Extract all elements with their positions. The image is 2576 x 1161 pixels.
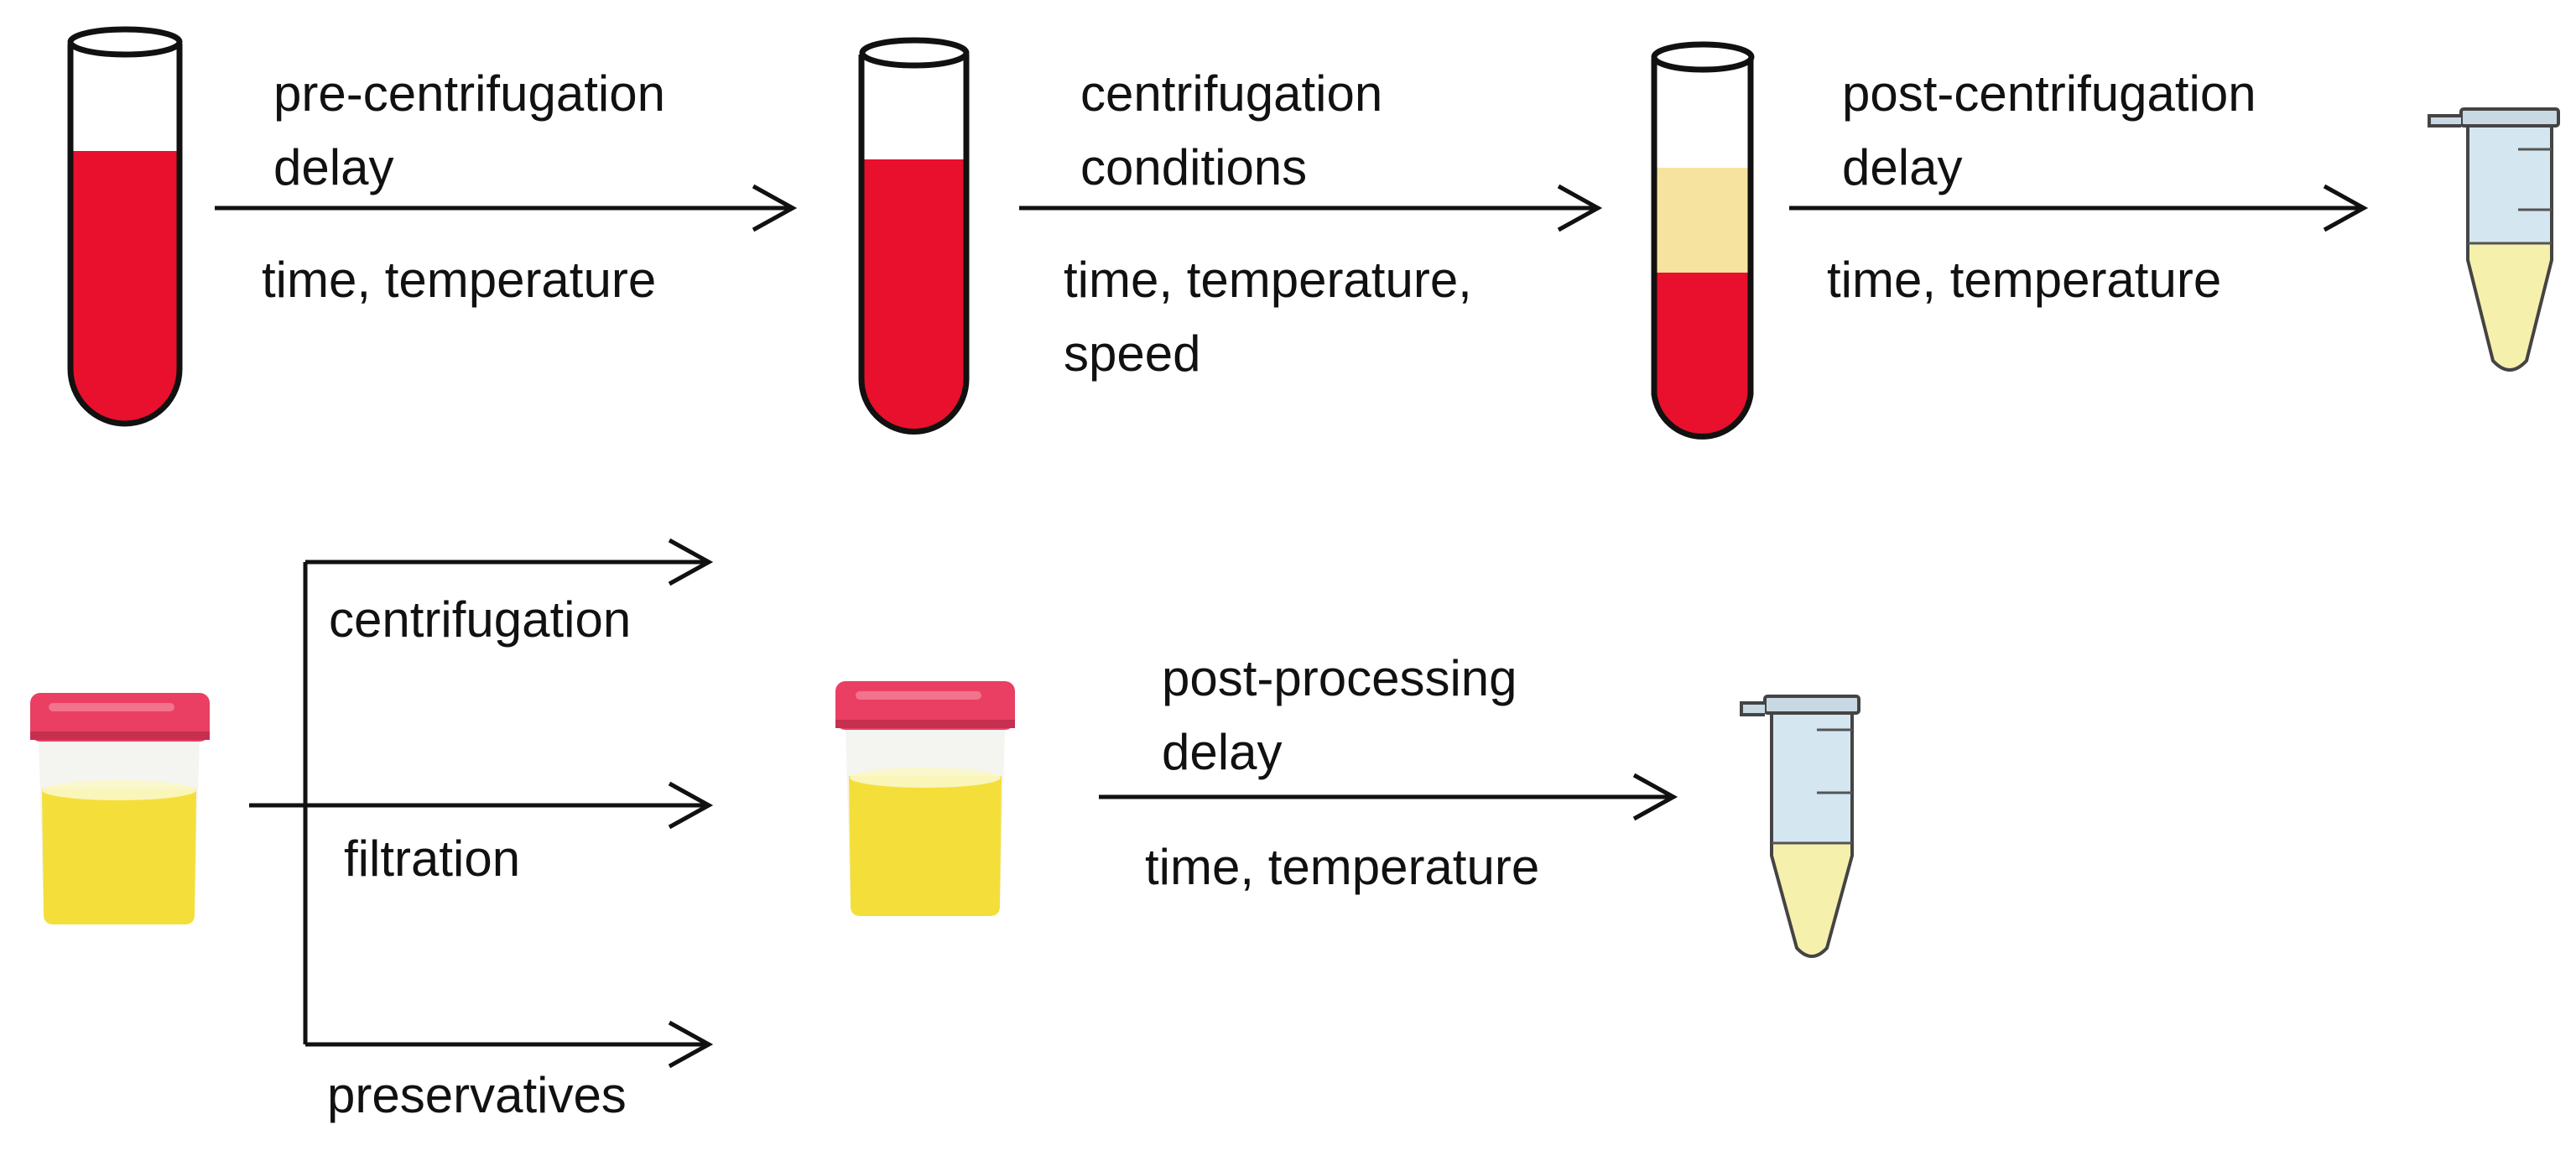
step-params-line1: time, temperature,	[1064, 252, 1472, 308]
step-params-post-centrifugation: time, temperature	[1827, 243, 2221, 317]
arrow-filtration-option	[305, 781, 714, 830]
step-label-post-processing: post-processing delay	[1162, 642, 1517, 789]
step-label-centrifugation: centrifugation conditions	[1080, 57, 1382, 205]
microcentrifuge-tube-icon	[2428, 107, 2560, 372]
arrow-centrifugation-option	[305, 538, 714, 586]
separated-blood-tube-icon	[1651, 41, 1755, 440]
step-label-line2: delay	[1842, 139, 1963, 195]
option-filtration: filtration	[344, 830, 521, 887]
urine-cup-icon	[835, 681, 1015, 916]
arrow-post-centrifugation	[1789, 184, 2369, 232]
arrow-pre-centrifugation	[215, 184, 798, 232]
step-params-line1: time, temperature	[1827, 252, 2222, 308]
option-centrifugation: centrifugation	[329, 591, 632, 648]
arrow-post-processing	[1099, 773, 1678, 821]
step-params-line1: time, temperature	[1145, 839, 1540, 895]
step-label-pre-centrifugation: pre-centrifugation delay	[273, 57, 665, 205]
step-label-post-centrifugation: post-centrifugation delay	[1842, 57, 2256, 205]
branch-connector	[249, 562, 308, 1044]
step-params-post-processing: time, temperature	[1145, 830, 1539, 904]
step-label-line1: post-processing	[1162, 650, 1517, 706]
urine-cup-icon	[30, 693, 210, 924]
step-params-centrifugation: time, temperature, speed	[1064, 243, 1472, 391]
step-params-pre-centrifugation: time, temperature	[262, 243, 656, 317]
step-label-line1: post-centrifugation	[1842, 65, 2256, 122]
arrow-centrifugation	[1019, 184, 1603, 232]
step-label-line2: delay	[1162, 724, 1283, 780]
blood-tube-icon	[858, 37, 970, 435]
step-label-line2: conditions	[1080, 139, 1308, 195]
blood-tube-icon	[67, 26, 183, 427]
step-label-line1: pre-centrifugation	[273, 65, 665, 122]
microcentrifuge-tube-icon	[1740, 695, 1860, 958]
step-label-line2: delay	[273, 139, 394, 195]
arrow-preservatives-option	[305, 1020, 714, 1069]
step-label-line1: centrifugation	[1080, 65, 1383, 122]
option-preservatives: preservatives	[327, 1067, 627, 1123]
step-params-line2: speed	[1064, 325, 1201, 382]
step-params-line1: time, temperature	[262, 252, 657, 308]
